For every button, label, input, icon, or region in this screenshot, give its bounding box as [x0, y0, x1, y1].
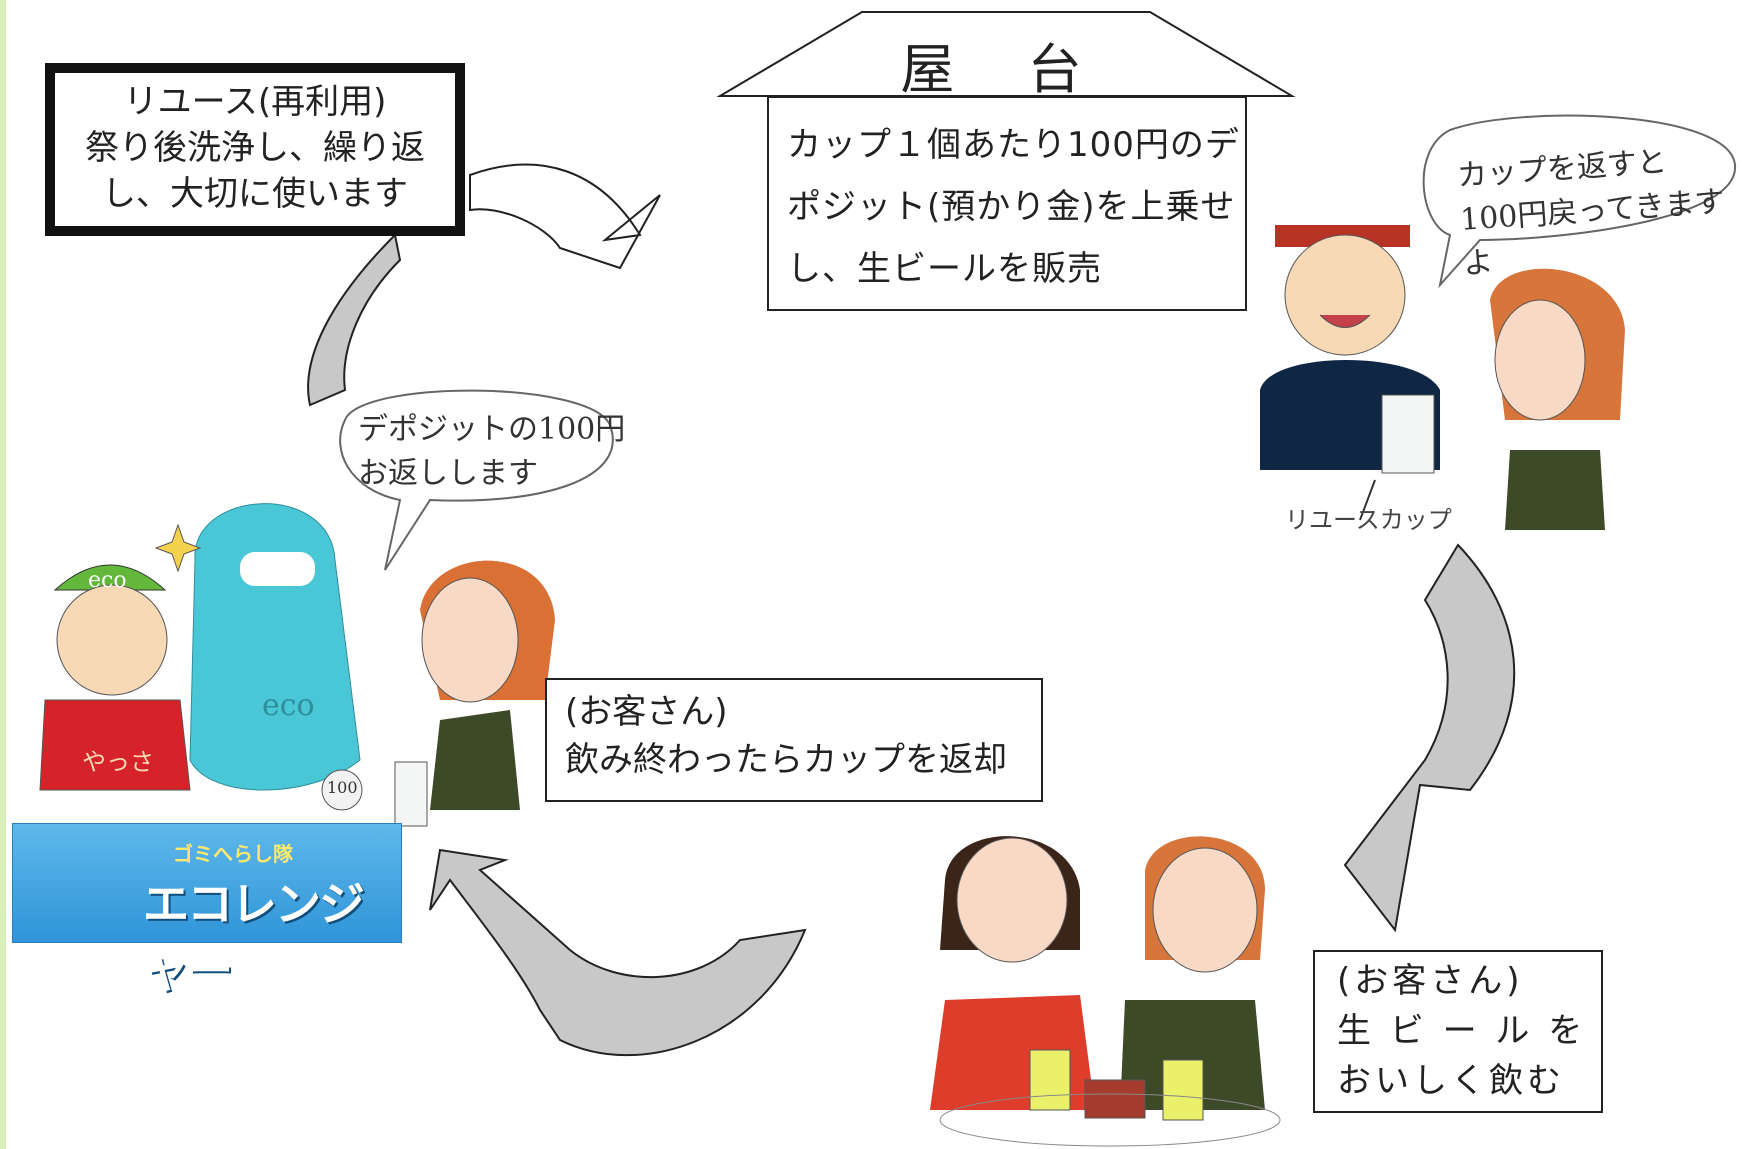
yatai-box: カップ１個あたり100円のデ ポジット(預かり金)を上乗せ し、生ビールを販売 — [767, 96, 1247, 311]
customer-figure-right — [1490, 268, 1625, 530]
left-edge-strip — [0, 0, 6, 1149]
return-cup-line2: 飲み終わったらカップを返却 — [565, 740, 1007, 780]
eco-ranger-logo: ゴミへらし隊 エコレンジャー — [12, 823, 402, 997]
speech-bubble-vendor — [1422, 114, 1737, 289]
return-cup-box: (お客さん) 飲み終わったらカップを返却 — [545, 678, 1043, 802]
child-cap-text: eco — [88, 568, 127, 593]
drink-beer-box: (お客さん) 生 ビ ー ル を おいしく飲む — [1313, 950, 1603, 1113]
cup-pointer-arrow — [1359, 479, 1376, 521]
drinking-pair — [930, 836, 1281, 1147]
cycle-arrow-bottom — [429, 848, 807, 1057]
return-cup-line1: (お客さん) — [565, 692, 728, 732]
vendor-figure — [1260, 225, 1440, 474]
reuse-box: リユース(再利用) 祭り後洗浄し、繰り返 し、大切に使います — [45, 63, 465, 236]
yatai-line3: し、生ビールを販売 — [787, 249, 1102, 289]
cycle-arrow-right — [1343, 543, 1516, 933]
drink-beer-line1: (お客さん) — [1337, 961, 1524, 1001]
sparkle — [154, 523, 202, 573]
cycle-arrow-top — [469, 163, 661, 270]
eco-ranger-figure — [189, 503, 363, 811]
cycle-arrow-left — [307, 232, 402, 407]
vendor-bubble-text: カップを返すと 100円戻ってきますよ — [1456, 135, 1742, 286]
child-figure — [39, 564, 191, 791]
deposit-bubble-text: デポジットの100円 お返しします — [358, 408, 625, 496]
speech-bubble-deposit — [339, 389, 614, 571]
deposit-bubble-line1: デポジットの100円 — [358, 412, 626, 447]
deposit-bubble-line2: お返しします — [358, 456, 538, 491]
logo-subtitle: ゴミへらし隊 — [173, 842, 293, 866]
ranger-body-text: eco — [262, 688, 315, 723]
reuse-box-line1: リユース(再利用) — [123, 82, 387, 122]
customer-figure-left — [394, 560, 555, 827]
reuse-cup-label: リユースカップ — [1285, 506, 1452, 534]
drink-beer-line3: おいしく飲む — [1337, 1061, 1565, 1101]
child-shirt-text: やっさ — [82, 748, 154, 776]
reuse-box-line2: 祭り後洗浄し、繰り返 — [85, 128, 425, 168]
yatai-line2: ポジット(預かり金)を上乗せ — [787, 187, 1236, 227]
drink-beer-line2: 生 ビ ー ル を — [1337, 1011, 1587, 1051]
coin-text: 100 — [327, 778, 358, 797]
yatai-line1: カップ１個あたり100円のデ — [787, 125, 1240, 165]
reuse-box-line3: し、大切に使います — [102, 174, 408, 214]
logo-title: エコレンジャー — [143, 877, 365, 997]
